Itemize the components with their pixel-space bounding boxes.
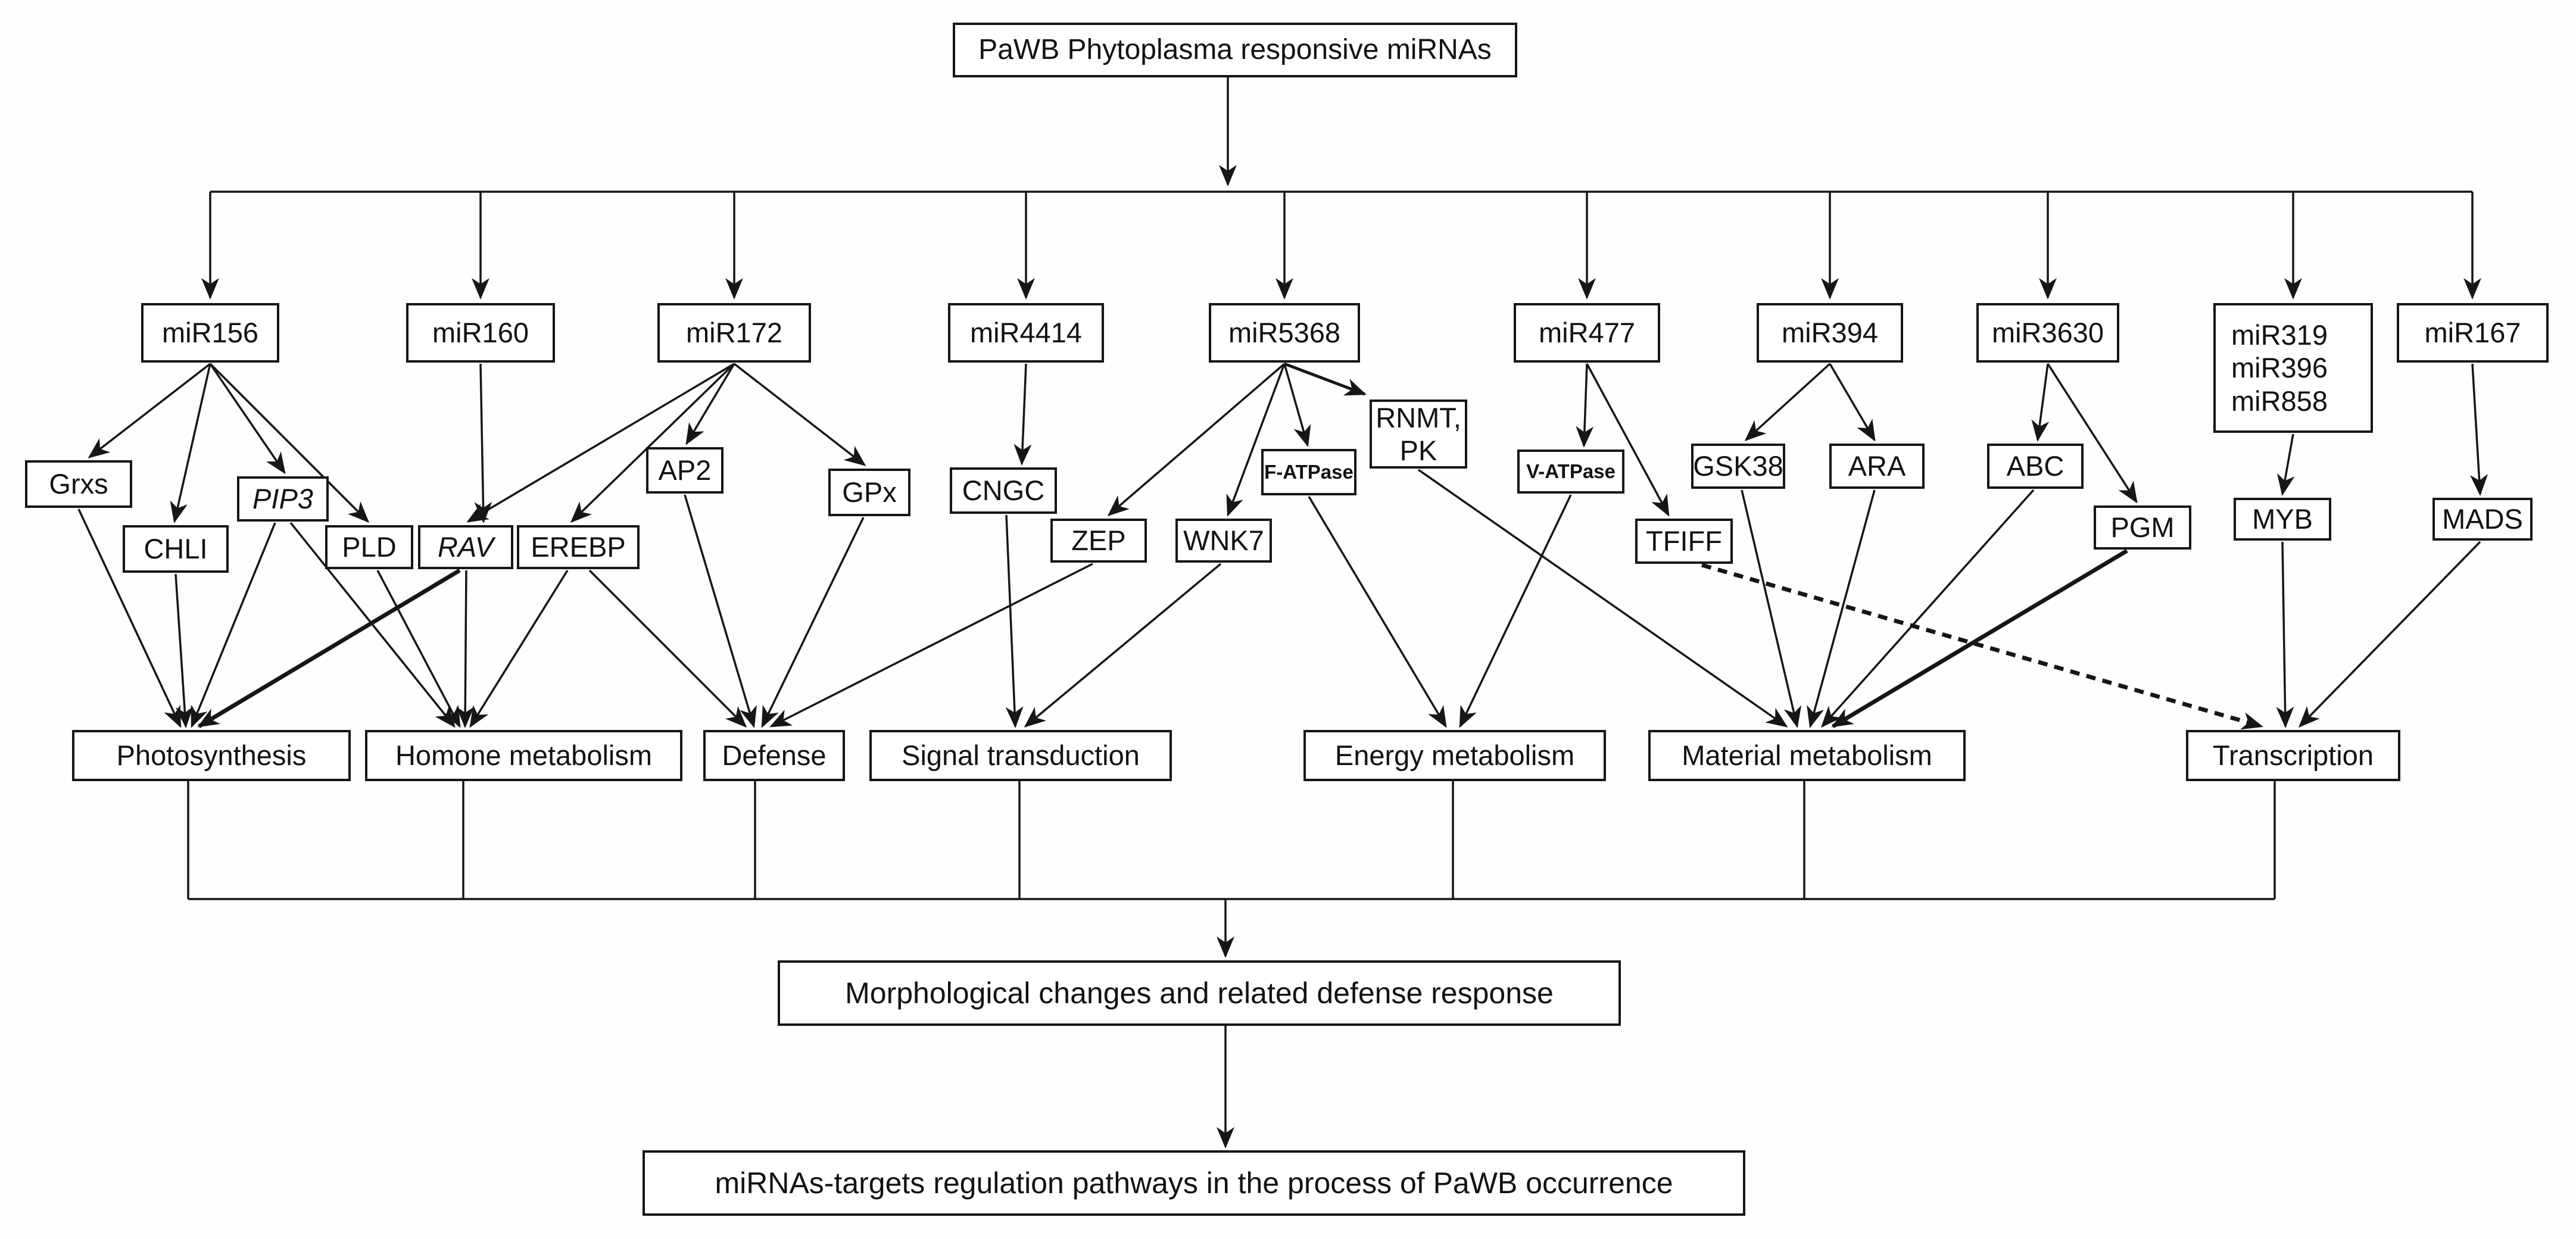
edge-RAV-cat_homone — [456, 570, 475, 728]
edge-WNK7-cat_signal — [1024, 563, 1222, 728]
target-box-tfiff: TFIFF — [1635, 519, 1733, 564]
target-box-myb: MYB — [2234, 498, 2331, 541]
edge-miR5368-RNMT_PK — [1284, 362, 1367, 396]
category-box-signal-transduction: Signal transduction — [869, 730, 1172, 781]
edge-miR172-EREBP — [570, 363, 735, 523]
mirna-box-mir3630: miR3630 — [1976, 303, 2119, 363]
edge-GSK38-cat_material — [1741, 489, 1802, 728]
conclusion-box: miRNAs-targets regulation pathways in th… — [643, 1150, 1745, 1216]
edge-PLD-cat_homone — [376, 570, 461, 728]
target-box-pld: PLD — [325, 525, 413, 569]
mirna-box-mir477: miR477 — [1514, 303, 1660, 363]
edge-miR3630-ABC — [2031, 363, 2050, 442]
edge-EREBP-cat_homone — [469, 570, 569, 728]
edge-miR394-ARA — [1829, 363, 1876, 442]
target-box-rav: RAV — [418, 525, 513, 569]
mirna-box-mir394: miR394 — [1757, 303, 1903, 363]
target-box-mads: MADS — [2432, 498, 2533, 541]
edge-miR172-RAV — [466, 363, 735, 523]
mirna-box-mir172: miR172 — [657, 303, 811, 363]
mirna-box-mir5368: miR5368 — [1209, 303, 1360, 363]
edge-RNMT_PK-cat_material — [1417, 469, 1788, 728]
mirna-box-mir160: miR160 — [406, 303, 555, 363]
edge-FATPase-cat_energy — [1308, 496, 1447, 728]
target-box-ara: ARA — [1829, 444, 1925, 489]
edge-miR5368-WNK7 — [1226, 363, 1286, 517]
edge-VATPase-cat_energy — [1459, 494, 1572, 728]
edge-miR5368-ZEP — [1107, 363, 1286, 516]
target-box-v-atpase: V-ATPase — [1517, 450, 1624, 494]
edge-miR319-MYB — [2277, 433, 2295, 496]
target-box-pip3: PIP3 — [237, 476, 329, 522]
edge-ABC-cat_material — [1821, 489, 2035, 728]
edge-miR172-AP2 — [685, 363, 735, 445]
target-box-gpx: GPx — [828, 469, 910, 516]
category-box-photosynthesis: Photosynthesis — [72, 730, 351, 781]
edge-miR3630-PGM — [2047, 363, 2138, 504]
target-box-gsk38: GSK38 — [1691, 444, 1785, 489]
edge-miR394-GSK38 — [1744, 363, 1831, 442]
target-box-cngc: CNGC — [950, 467, 1057, 514]
target-box-zep: ZEP — [1050, 519, 1147, 563]
edge-miR156-Grxs — [88, 363, 211, 458]
target-box-rnmt-pk: RNMT, PK — [1370, 400, 1467, 469]
edge-PIP3-cat_homone — [289, 522, 456, 728]
root-box: PaWB Phytoplasma responsive miRNAs — [953, 23, 1517, 77]
edge-miR156-PLD — [209, 363, 370, 523]
mirna-box-mir4414: miR4414 — [948, 303, 1104, 363]
mirna-box-mir319-396-858: miR319 miR396 miR858 — [2213, 303, 2373, 433]
edge-TFIFF-cat_trans — [1701, 563, 2263, 730]
edge-miR477-TFIFF — [1586, 363, 1670, 517]
target-box-chli: CHLI — [123, 525, 229, 573]
edge-ARA-cat_material — [1807, 489, 1876, 728]
mirna-box-mir167: miR167 — [2397, 303, 2549, 363]
edge-miR156-PIP3 — [209, 363, 286, 475]
edge-miR160-RAV — [474, 363, 492, 523]
edge-miR172-GPx — [733, 363, 866, 466]
morphological-changes-box: Morphological changes and related defens… — [778, 960, 1621, 1026]
category-box-transcription: Transcription — [2186, 730, 2400, 781]
edge-RAV-cat_photo — [197, 568, 461, 729]
target-box-abc: ABC — [1987, 444, 2084, 489]
target-box-grxs: Grxs — [25, 460, 132, 508]
edge-miR156-CHLI — [170, 363, 211, 523]
edge-miR5368-FATPase — [1283, 363, 1311, 447]
edge-CHLI-cat_photo — [174, 573, 194, 728]
edge-AP2-cat_defense — [684, 494, 757, 728]
category-box-homone-metabolism: Homone metabolism — [365, 730, 682, 781]
edge-miR4414-CNGC — [1013, 363, 1032, 466]
edge-miR477-VATPase — [1576, 363, 1594, 448]
category-box-energy-metabolism: Energy metabolism — [1303, 730, 1606, 781]
target-box-f-atpase: F-ATPase — [1261, 449, 1356, 495]
mirna-box-mir156: miR156 — [141, 303, 279, 363]
edge-Grxs-cat_photo — [77, 508, 182, 728]
edge-CNGC-cat_signal — [1005, 514, 1024, 728]
edge-EREBP-cat_defense — [588, 569, 747, 728]
category-box-material-metabolism: Material metabolism — [1648, 730, 1966, 781]
edge-PGM-cat_material — [1831, 548, 2128, 729]
edge-MYB-cat_trans — [2276, 541, 2294, 728]
target-box-pgm: PGM — [2094, 505, 2191, 550]
edge-ZEP-cat_defense — [769, 563, 1093, 728]
target-box-erebp: EREBP — [517, 525, 640, 569]
edge-GPx-cat_defense — [761, 517, 865, 728]
edge-MADS-cat_trans — [2298, 541, 2481, 728]
edge-PIP3-cat_photo — [191, 522, 276, 728]
target-box-ap2: AP2 — [646, 447, 723, 494]
category-box-defense: Defense — [703, 730, 845, 781]
edge-miR167-MADS — [2470, 363, 2488, 496]
target-box-wnk7: WNK7 — [1175, 519, 1272, 563]
